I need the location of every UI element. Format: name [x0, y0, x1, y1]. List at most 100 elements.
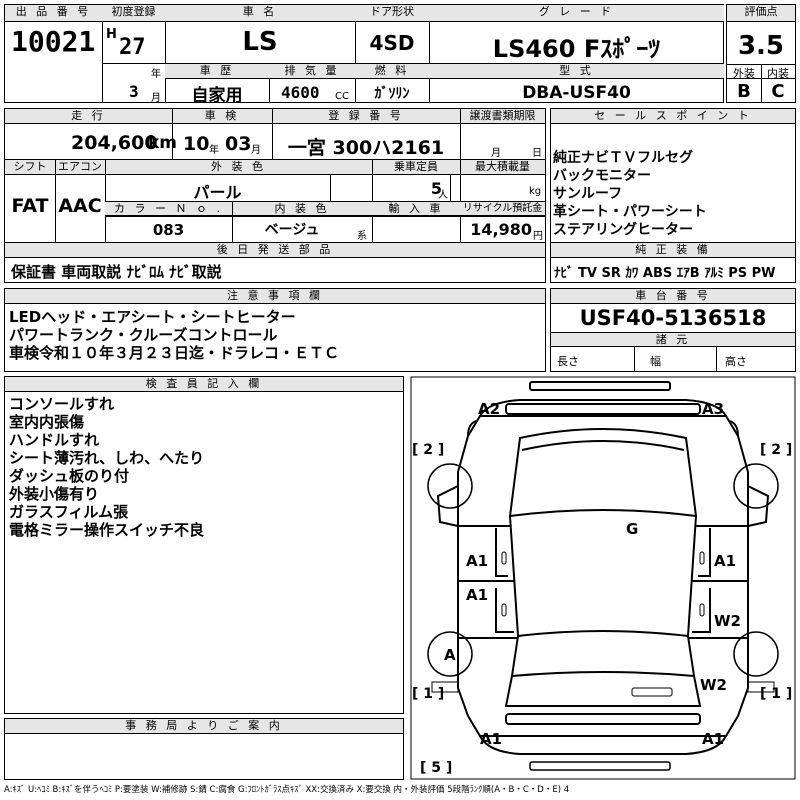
displacement-unit: CC — [335, 91, 349, 102]
sales-point-line: サンルーフ — [553, 186, 623, 202]
ext-score-value: B — [737, 81, 751, 102]
color-no-value: 083 — [152, 221, 185, 239]
caution-block: 注 意 事 項 欄 LEDヘッド・エアシート・シートヒーター パワートランク・ク… — [4, 288, 546, 372]
history-value: 自家用 — [191, 86, 243, 106]
bracket-mark: [ 2 ] — [760, 442, 792, 458]
inspector-line: シート薄汚れ、しわ、へたり — [9, 449, 205, 467]
inspection-year: 10 — [183, 133, 210, 155]
fuel-label: 燃 料 — [355, 64, 429, 79]
office-block: 事 務 局 よ り ご 案 内 — [4, 718, 404, 780]
inspector-line: 電格ミラー操作スイッチ不良 — [9, 521, 205, 539]
bracket-mark: [ 1 ] — [760, 686, 792, 702]
capacity-unit: 人 — [438, 190, 448, 201]
chassis-block: 車 台 番 号 USF40-5136518 諸 元 長さ 幅 高さ — [550, 288, 796, 372]
damage-mark: G — [626, 520, 638, 538]
first-reg-era: H — [106, 27, 117, 42]
door-type: 4SD — [369, 31, 415, 55]
int-score-value: C — [771, 81, 785, 102]
damage-mark: A — [444, 646, 456, 664]
inspector-line: 室内内張傷 — [9, 413, 85, 431]
later-parts-value: 保証書 車両取説 ﾅﾋﾞﾛﾑ ﾅﾋﾞ取説 — [11, 263, 222, 281]
caution-notes: LEDヘッド・エアシート・シートヒーター パワートランク・クルーズコントロール … — [9, 308, 339, 362]
sales-point-line: ステアリングヒーター — [553, 222, 693, 238]
damage-mark: A2 — [478, 400, 500, 418]
import-label: 輸 入 車 — [372, 202, 460, 216]
car-outline-svg: A2 A3 G A1 A1 A1 W2 A W2 A1 A1 [ 2 ] [ 2… — [410, 376, 796, 780]
aircon-value: AAC — [58, 195, 102, 217]
capacity-value: 5 — [430, 179, 442, 198]
caution-line: 車検令和１０年３月２３日迄・ドラレコ・ＥＴＣ — [9, 344, 340, 362]
first-reg-year-unit: 年 — [151, 69, 161, 80]
sales-points-list: 純正ナビＴＶフルセグ バックモニター サンルーフ 革シート・パワーシート ステア… — [553, 149, 707, 239]
history-label: 車 歴 — [165, 64, 269, 79]
score-value: 3.5 — [737, 31, 785, 61]
displacement-label: 排 気 量 — [269, 64, 355, 79]
registration-number: 一宮 300ハ2161 — [287, 137, 445, 159]
legend: A:ｷｽﾞ U:ﾍｺﾐ B:ｷｽﾞを伴うﾍｺﾐ P:要塗装 W:補修跡 S:錆 … — [4, 785, 570, 795]
damage-mark: A3 — [702, 400, 724, 418]
inspector-line: ハンドルすれ — [9, 431, 100, 449]
door-label: ドア形状 — [355, 5, 429, 22]
damage-mark: A1 — [480, 730, 502, 748]
spec-label: 諸 元 — [551, 333, 795, 347]
damage-mark: A1 — [466, 586, 488, 604]
interior-color-label: 内 装 色 — [232, 202, 372, 216]
inspection-year-unit: 年 — [209, 145, 219, 156]
first-reg-label: 初度登録 — [102, 5, 165, 22]
bracket-mark: [ 2 ] — [412, 442, 444, 458]
exterior-color-label: 外 装 色 — [105, 160, 372, 175]
damage-mark: A1 — [466, 552, 488, 570]
displacement-value: 4600 — [281, 83, 320, 102]
sales-point-line: 革シート・パワーシート — [553, 204, 707, 220]
model-value: DBA-USF40 — [522, 83, 631, 103]
recycle-value: 14,980 — [470, 220, 532, 239]
recycle-label: リサイクル預託金 — [460, 202, 545, 216]
car-damage-diagram: A2 A3 G A1 A1 A1 W2 A W2 A1 A1 [ 2 ] [ 2… — [410, 376, 796, 780]
ext-score-label: 外装 — [733, 67, 755, 80]
grade-label: グ レ ー ド — [429, 5, 724, 22]
inspection-month-unit: 月 — [251, 145, 261, 156]
genuine-equipment-value: ﾅﾋﾞ TV SR ｶﾜ ABS ｴｱB ｱﾙﾐ PS PW — [554, 266, 776, 281]
damage-mark: A1 — [714, 552, 736, 570]
interior-color-value: ベージュ — [264, 222, 320, 238]
inspector-block: 検 査 員 記 入 欄 コンソールすれ 室内内張傷 ハンドルすれ シート薄汚れ、… — [4, 376, 404, 714]
lot-number: 10021 — [11, 25, 96, 58]
shift-label: シフト — [5, 160, 55, 175]
grade: LS460 Fｽﾎﾟｰﾂ — [492, 35, 661, 63]
model-label: 型 式 — [429, 64, 724, 79]
transfer-label: 譲渡書類期限 — [460, 109, 545, 124]
first-reg-month-unit: 月 — [151, 93, 161, 104]
shift-value: FAT — [11, 195, 49, 217]
max-load-unit: kg — [529, 186, 542, 197]
color-no-label: カ ラ ー Ｎ ｏ . — [105, 202, 232, 216]
mileage-value: 204,600 — [71, 132, 158, 154]
transfer-month-unit: 月 — [491, 148, 501, 159]
inspection-label: 車 検 — [172, 109, 272, 124]
recycle-unit: 円 — [533, 231, 543, 242]
damage-mark: A1 — [702, 730, 724, 748]
header-block: 出 品 番 号 初度登録 車 名 ドア形状 グ レ ー ド 車 歴 排 気 量 … — [4, 4, 724, 106]
first-reg-year: 27 — [119, 35, 146, 60]
score-block: 評価点 3.5 外装 内装 B C — [726, 4, 796, 103]
damage-mark: W2 — [700, 676, 727, 694]
transfer-day-unit: 日 — [532, 148, 542, 159]
genuine-equipment-label: 純 正 装 備 — [551, 243, 795, 258]
inspector-label: 検 査 員 記 入 欄 — [5, 377, 403, 392]
inspector-notes: コンソールすれ 室内内張傷 ハンドルすれ シート薄汚れ、しわ、へたり ダッシュ板… — [9, 395, 204, 539]
chassis-label: 車 台 番 号 — [551, 289, 795, 304]
sales-point-line: バックモニター — [553, 168, 651, 184]
length-label: 長さ — [557, 355, 579, 368]
bracket-mark: [ 5 ] — [420, 760, 452, 776]
height-label: 高さ — [725, 355, 747, 368]
later-parts-label: 後 日 発 送 部 品 — [5, 243, 545, 258]
inspector-line: ダッシュ板のり付 — [9, 467, 130, 485]
exterior-color-value: パール — [193, 183, 242, 202]
inspector-line: コンソールすれ — [9, 395, 115, 413]
lot-label: 出 品 番 号 — [5, 5, 102, 22]
caution-label: 注 意 事 項 欄 — [5, 289, 545, 304]
fuel-value: ｶﾞｿﾘﾝ — [374, 86, 410, 102]
sales-point-line: 純正ナビＴＶフルセグ — [553, 150, 693, 166]
car-name-label: 車 名 — [165, 5, 355, 22]
registration-label: 登 録 番 号 — [272, 109, 460, 124]
interior-color-suffix: 系 — [357, 231, 367, 242]
